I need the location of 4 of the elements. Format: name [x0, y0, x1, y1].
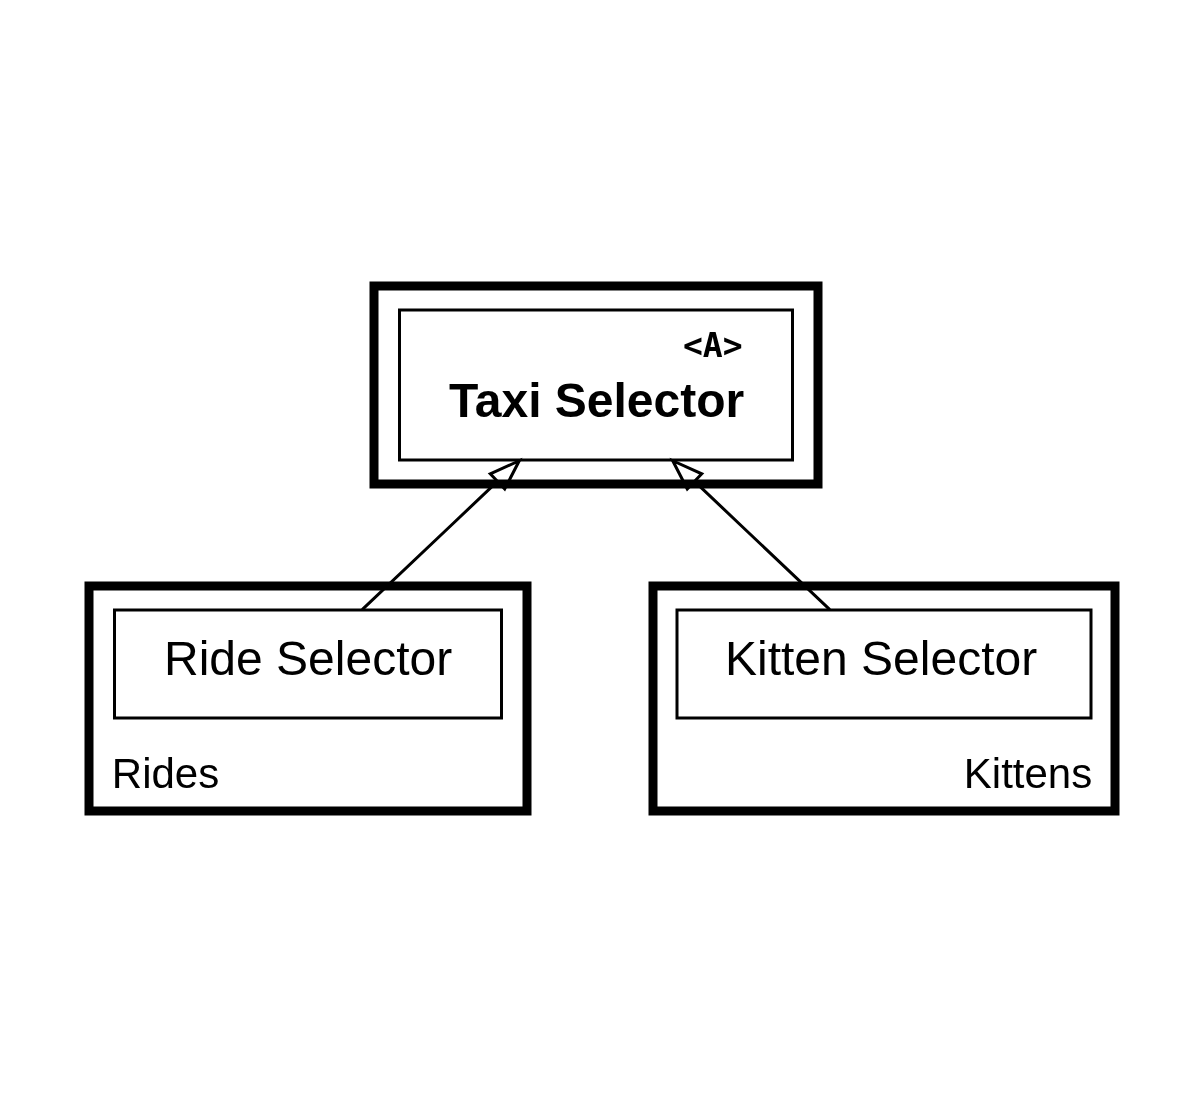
node-box: <A> Taxi Selector [398, 308, 794, 462]
node-box: Ride Selector [113, 608, 503, 720]
cluster [369, 281, 823, 489]
node-box: Kitten Selector [675, 608, 1093, 720]
